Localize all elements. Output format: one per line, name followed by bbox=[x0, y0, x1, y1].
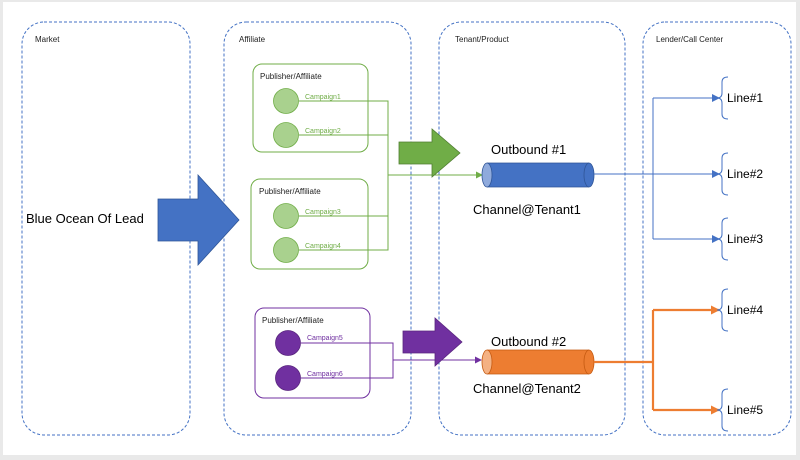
campaign-5-node bbox=[275, 330, 301, 356]
line-3-node: Line#3 bbox=[716, 217, 763, 261]
lender-lane bbox=[642, 21, 792, 436]
line-4-node: Line#4 bbox=[716, 288, 763, 332]
outbound-2-queue bbox=[481, 349, 595, 375]
line-5-label: Line#5 bbox=[727, 403, 763, 417]
tenant-lane-title: Tenant/Product bbox=[455, 35, 510, 44]
publisher-box-3 bbox=[254, 307, 371, 399]
diagram-canvas: Market Affiliate Tenant/Product Lender/C… bbox=[3, 2, 796, 455]
outbound-2-label: Outbound #2 bbox=[491, 334, 566, 349]
outbound-1-channel: Channel@Tenant1 bbox=[473, 202, 581, 217]
publisher-box-1 bbox=[252, 63, 369, 153]
publisher-3-title: Publisher/Affiliate bbox=[262, 316, 324, 325]
campaign-6-label: Campaign6 bbox=[307, 371, 343, 378]
line-2-label: Line#2 bbox=[727, 167, 763, 181]
line-4-label: Line#4 bbox=[727, 303, 763, 317]
publisher-2-title: Publisher/Affiliate bbox=[259, 187, 321, 196]
source-label: Blue Ocean Of Lead bbox=[26, 211, 144, 226]
campaign-4-label: Campaign4 bbox=[305, 243, 341, 250]
flow-diagram: Market Affiliate Tenant/Product Lender/C… bbox=[21, 21, 792, 436]
campaign-2-node bbox=[273, 122, 299, 148]
outbound-1-queue bbox=[481, 162, 595, 188]
line-2-node: Line#2 bbox=[716, 152, 763, 196]
affiliate-lane-title: Affiliate bbox=[239, 35, 266, 44]
line-1-node: Line#1 bbox=[716, 76, 763, 120]
lead-flow-arrow bbox=[157, 173, 240, 267]
campaign-1-label: Campaign1 bbox=[305, 94, 341, 101]
campaign-2-label: Campaign2 bbox=[305, 128, 341, 135]
tenant-lane bbox=[438, 21, 626, 436]
outbound-2-channel: Channel@Tenant2 bbox=[473, 381, 581, 396]
green-block-arrow bbox=[398, 128, 461, 178]
campaign-3-label: Campaign3 bbox=[305, 209, 341, 216]
publisher-box-2 bbox=[250, 178, 369, 270]
line-5-node: Line#5 bbox=[716, 388, 763, 432]
campaign-1-node bbox=[273, 88, 299, 114]
campaign-3-node bbox=[273, 203, 299, 229]
lender-lane-title: Lender/Call Center bbox=[656, 35, 723, 44]
publisher-1-title: Publisher/Affiliate bbox=[260, 72, 322, 81]
market-lane-title: Market bbox=[35, 35, 60, 44]
line-1-label: Line#1 bbox=[727, 91, 763, 105]
line-3-label: Line#3 bbox=[727, 232, 763, 246]
campaign-4-node bbox=[273, 237, 299, 263]
campaign-6-node bbox=[275, 365, 301, 391]
green-merge-line bbox=[299, 100, 389, 251]
campaign-5-label: Campaign5 bbox=[307, 335, 343, 342]
purple-block-arrow bbox=[402, 317, 463, 367]
outbound-1-label: Outbound #1 bbox=[491, 142, 566, 157]
